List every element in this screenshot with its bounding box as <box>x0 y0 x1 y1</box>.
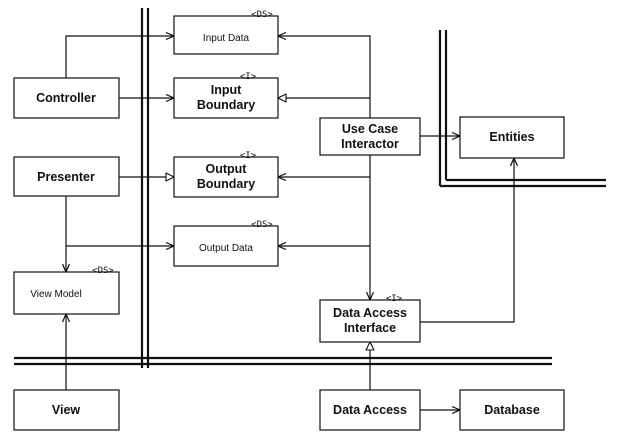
boundary-walls <box>14 8 606 368</box>
data-access-interface-stereotype: <I> <box>386 294 403 304</box>
database-label: Database <box>484 403 540 417</box>
view-model-stereotype: <DS> <box>92 266 114 276</box>
output-boundary-stereotype: <I> <box>240 151 257 161</box>
node-controller: Controller <box>13 77 120 119</box>
use-case-interactor-label-line2: Interactor <box>341 137 399 151</box>
edge-data-access-interface-entities <box>420 158 514 323</box>
node-database: Database <box>459 389 565 431</box>
presenter-label: Presenter <box>37 170 95 184</box>
view-label: View <box>52 403 81 417</box>
node-input-data: <DS> Input Data <box>173 10 279 55</box>
entities-label: Entities <box>489 130 534 144</box>
node-data-access-interface: <I> Data Access Interface <box>319 294 421 343</box>
edge-interactor-input-data <box>278 36 371 118</box>
input-data-label: Input Data <box>203 33 250 44</box>
node-output-data: <DS> Output Data <box>173 220 279 267</box>
edge-controller-input-data <box>65 36 174 78</box>
data-access-interface-label-line2: Interface <box>344 321 396 335</box>
output-data-stereotype: <DS> <box>251 220 273 230</box>
node-view: View <box>13 389 120 431</box>
use-case-interactor-label-line1: Use Case <box>342 122 398 136</box>
data-access-interface-label-line1: Data Access <box>333 306 407 320</box>
input-boundary-label-line2: Boundary <box>197 98 255 112</box>
output-data-label: Output Data <box>199 243 253 254</box>
node-entities: Entities <box>459 116 565 159</box>
edge-presenter-output-data <box>65 196 174 246</box>
node-input-boundary: <I> Input Boundary <box>173 72 279 119</box>
input-boundary-label-line1: Input <box>211 83 242 97</box>
node-output-boundary: <I> Output Boundary <box>173 151 279 198</box>
node-presenter: Presenter <box>13 156 120 197</box>
view-model-label: View Model <box>30 289 82 300</box>
node-data-access: Data Access <box>319 389 421 431</box>
node-use-case-interactor: Use Case Interactor <box>319 117 421 156</box>
data-access-label: Data Access <box>333 403 407 417</box>
input-data-stereotype: <DS> <box>251 10 273 20</box>
output-boundary-label-line1: Output <box>206 162 248 176</box>
controller-label: Controller <box>36 91 96 105</box>
output-boundary-label-line2: Boundary <box>197 177 255 191</box>
edges <box>66 36 514 410</box>
input-boundary-stereotype: <I> <box>240 72 257 82</box>
node-view-model: <DS> View Model <box>13 266 120 315</box>
